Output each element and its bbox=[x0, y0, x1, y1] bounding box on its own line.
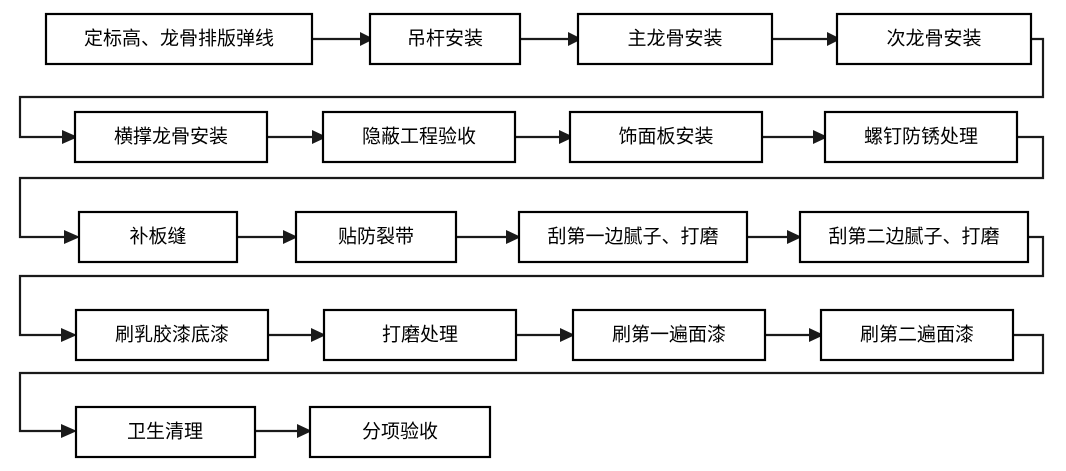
node-label: 主龙骨安装 bbox=[627, 27, 722, 49]
flow-node-n6[interactable]: 隐蔽工程验收 bbox=[321, 110, 517, 164]
node-label: 贴防裂带 bbox=[338, 225, 414, 247]
connector-wrap-row1-row2 bbox=[18, 37, 1045, 144]
node-box[interactable] bbox=[835, 12, 1033, 66]
connector-n3-n4 bbox=[772, 32, 841, 46]
flow-node-n11[interactable]: 刮第一边腻子、打磨 bbox=[517, 210, 749, 264]
node-label: 定标高、龙骨排版弹线 bbox=[84, 27, 274, 49]
flow-node-n10[interactable]: 贴防裂带 bbox=[294, 210, 458, 264]
node-label: 打磨处理 bbox=[382, 323, 458, 345]
node-box[interactable] bbox=[568, 110, 764, 164]
connector-wrap-row2-row3 bbox=[18, 135, 1045, 244]
connector-n14-n15 bbox=[516, 328, 575, 342]
connectors-group bbox=[18, 32, 1045, 438]
node-box[interactable] bbox=[819, 308, 1015, 362]
connector-n2-n3 bbox=[520, 32, 582, 46]
flow-node-n7[interactable]: 饰面板安装 bbox=[568, 110, 764, 164]
flow-node-n8[interactable]: 螺钉防锈处理 bbox=[823, 110, 1019, 164]
node-label: 刮第一边腻子、打磨 bbox=[547, 225, 718, 247]
node-label: 卫生清理 bbox=[127, 420, 203, 442]
node-label: 次龙骨安装 bbox=[886, 27, 981, 49]
nodes-group: 定标高、龙骨排版弹线 吊杆安装 主龙骨安装 次龙骨安装 横撑龙骨安装 隐蔽 bbox=[44, 12, 1033, 459]
connector-n1-n2 bbox=[312, 32, 374, 46]
node-label: 刷第一遍面漆 bbox=[612, 323, 726, 345]
flow-node-n5[interactable]: 横撑龙骨安装 bbox=[73, 110, 269, 164]
node-label: 补板缝 bbox=[129, 225, 186, 247]
node-label: 饰面板安装 bbox=[618, 125, 713, 147]
node-label: 横撑龙骨安装 bbox=[114, 125, 228, 147]
flow-node-n15[interactable]: 刷第一遍面漆 bbox=[571, 308, 767, 362]
flow-node-n3[interactable]: 主龙骨安装 bbox=[576, 12, 774, 66]
flow-node-n13[interactable]: 刷乳胶漆底漆 bbox=[74, 308, 270, 362]
node-label: 螺钉防锈处理 bbox=[864, 125, 978, 147]
connector-n17-n18 bbox=[255, 424, 312, 438]
node-box[interactable] bbox=[571, 308, 767, 362]
node-box[interactable] bbox=[321, 110, 517, 164]
node-label: 分项验收 bbox=[362, 420, 438, 442]
node-box[interactable] bbox=[368, 12, 522, 66]
node-box[interactable] bbox=[322, 308, 518, 362]
flow-node-n2[interactable]: 吊杆安装 bbox=[368, 12, 522, 66]
node-box[interactable] bbox=[517, 210, 749, 264]
connector-n7-n8 bbox=[762, 130, 828, 144]
connector-n5-n6 bbox=[267, 130, 327, 144]
node-box[interactable] bbox=[44, 12, 314, 66]
connector-n10-n11 bbox=[456, 230, 521, 244]
connector-n13-n14 bbox=[268, 328, 326, 342]
node-box[interactable] bbox=[73, 110, 269, 164]
flow-node-n16[interactable]: 刷第二遍面漆 bbox=[819, 308, 1015, 362]
flow-node-n4[interactable]: 次龙骨安装 bbox=[835, 12, 1033, 66]
node-box[interactable] bbox=[77, 210, 239, 264]
flow-node-n12[interactable]: 刮第二边腻子、打磨 bbox=[798, 210, 1030, 264]
node-box[interactable] bbox=[294, 210, 458, 264]
node-box[interactable] bbox=[823, 110, 1019, 164]
connector-n9-n10 bbox=[237, 230, 298, 244]
node-label: 刷第二遍面漆 bbox=[860, 323, 974, 345]
flow-node-n9[interactable]: 补板缝 bbox=[77, 210, 239, 264]
node-label: 刷乳胶漆底漆 bbox=[115, 323, 229, 345]
connector-n6-n7 bbox=[515, 130, 574, 144]
connector-wrap-row4-row5 bbox=[18, 333, 1045, 438]
node-label: 吊杆安装 bbox=[407, 27, 483, 49]
node-box[interactable] bbox=[74, 308, 270, 362]
node-box[interactable] bbox=[576, 12, 774, 66]
node-label: 刮第二边腻子、打磨 bbox=[828, 225, 999, 247]
connector-n15-n16 bbox=[765, 328, 824, 342]
node-box[interactable] bbox=[798, 210, 1030, 264]
node-box[interactable] bbox=[74, 405, 257, 459]
flow-node-n17[interactable]: 卫生清理 bbox=[74, 405, 257, 459]
node-box[interactable] bbox=[308, 405, 492, 459]
connector-wrap-row3-row4 bbox=[18, 235, 1045, 342]
flow-node-n14[interactable]: 打磨处理 bbox=[322, 308, 518, 362]
flow-node-n1[interactable]: 定标高、龙骨排版弹线 bbox=[44, 12, 314, 66]
node-label: 隐蔽工程验收 bbox=[362, 125, 476, 147]
flow-node-n18[interactable]: 分项验收 bbox=[308, 405, 492, 459]
connector-n11-n12 bbox=[747, 230, 802, 244]
